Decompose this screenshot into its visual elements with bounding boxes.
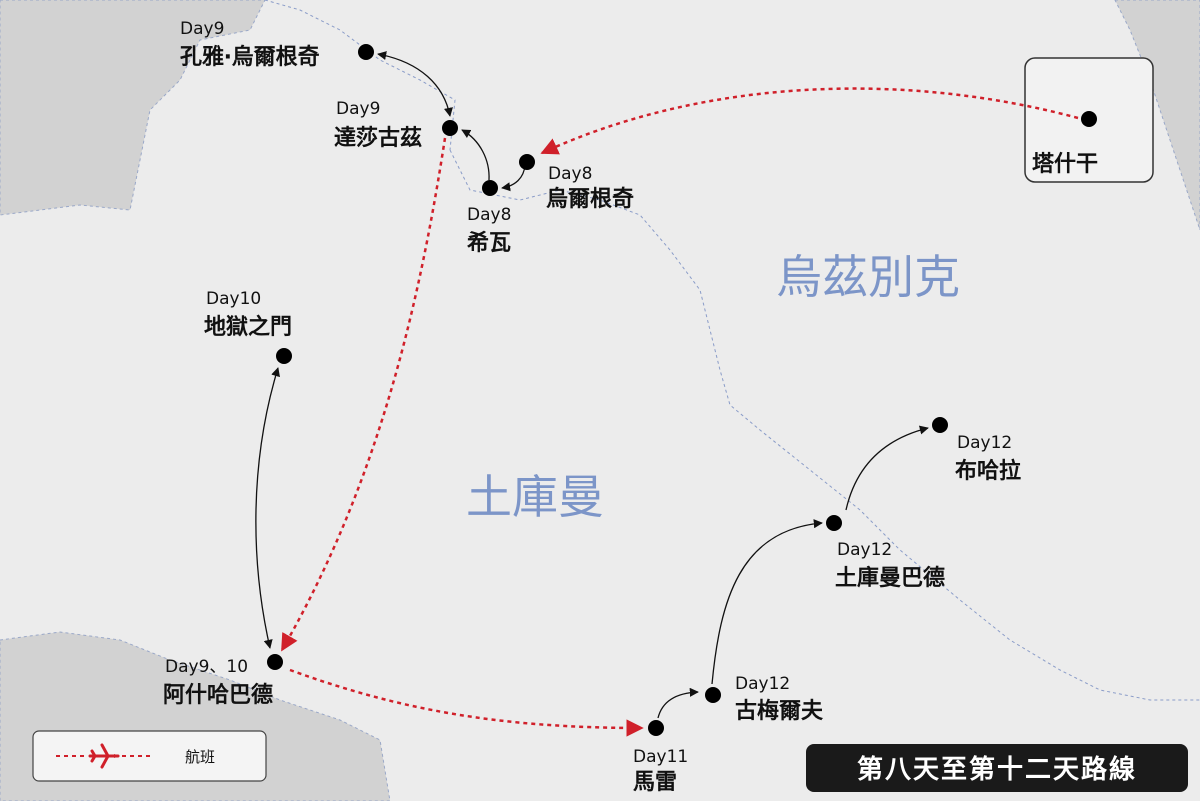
city-dot-tashkent[interactable] <box>1081 111 1097 127</box>
border-north <box>264 0 456 151</box>
route-title-badge: 第八天至第十二天路線 <box>806 744 1188 792</box>
city-name-khiva: 希瓦 <box>467 230 511 256</box>
city-name-tashkent: 塔什干 <box>1032 152 1098 177</box>
flight-route-ashgabat-mary <box>289 668 644 737</box>
legend-flight-label: 航班 <box>185 748 215 766</box>
city-day-ashgabat: Day9、10 <box>165 657 248 677</box>
route-mary-merv <box>657 687 699 719</box>
flight-route-tashkent-urgench <box>540 87 1079 155</box>
city-dot-urgench[interactable] <box>519 154 535 170</box>
city-day-dashoguz: Day9 <box>336 99 380 119</box>
route-ashgabat-darvaza <box>255 367 280 649</box>
city-dot-dashoguz[interactable] <box>442 120 458 136</box>
city-day-turkmenabat: Day12 <box>837 540 892 560</box>
city-dot-mary[interactable] <box>648 720 664 736</box>
city-day-urgench: Day8 <box>548 164 592 184</box>
route-merv-turkmenabat <box>711 519 823 685</box>
city-dot-konye-urgench[interactable] <box>358 44 374 60</box>
route-dashoguz-konye-urgench <box>377 51 453 117</box>
neighbor-region-northeast <box>1114 0 1200 231</box>
city-day-merv: Day12 <box>735 674 790 694</box>
route-turkmenabat-bukhara <box>845 425 929 511</box>
airplane-icon <box>88 743 120 769</box>
city-day-konye-urgench: Day9 <box>180 19 224 39</box>
city-dot-khiva[interactable] <box>482 180 498 196</box>
route-khiva-dashoguz <box>461 129 490 181</box>
flight-route-dashoguz-ashgabat <box>280 137 447 652</box>
city-name-turkmenabat: 土庫曼巴德 <box>835 565 945 591</box>
city-name-dashoguz: 達莎古茲 <box>334 125 422 151</box>
city-dot-bukhara[interactable] <box>932 417 948 433</box>
city-day-bukhara: Day12 <box>957 433 1012 453</box>
border-uzbekistan-turkmenistan <box>449 149 1200 701</box>
city-day-khiva: Day8 <box>467 205 511 225</box>
city-name-konye-urgench: 孔雅‧烏爾根奇 <box>180 44 320 70</box>
city-name-mary: 馬雷 <box>633 770 677 795</box>
city-dot-turkmenabat[interactable] <box>826 515 842 531</box>
city-name-darvaza: 地獄之門 <box>204 314 292 340</box>
city-name-urgench: 烏爾根奇 <box>546 186 634 212</box>
neighbor-region-northwest <box>0 0 266 216</box>
country-label-turkmenistan: 土庫曼 <box>466 470 604 524</box>
legend: 航班 <box>32 730 267 782</box>
city-day-mary: Day11 <box>633 747 688 767</box>
route-title: 第八天至第十二天路線 <box>857 754 1137 785</box>
city-day-darvaza: Day10 <box>206 289 261 309</box>
city-name-ashgabat: 阿什哈巴德 <box>163 682 273 708</box>
title-background <box>806 744 1188 792</box>
city-dot-merv[interactable] <box>705 687 721 703</box>
city-name-bukhara: 布哈拉 <box>955 458 1021 484</box>
city-name-merv: 古梅爾夫 <box>735 698 824 724</box>
city-dot-ashgabat[interactable] <box>267 654 283 670</box>
city-dot-darvaza[interactable] <box>276 348 292 364</box>
country-label-uzbekistan: 烏茲別克 <box>776 250 960 304</box>
